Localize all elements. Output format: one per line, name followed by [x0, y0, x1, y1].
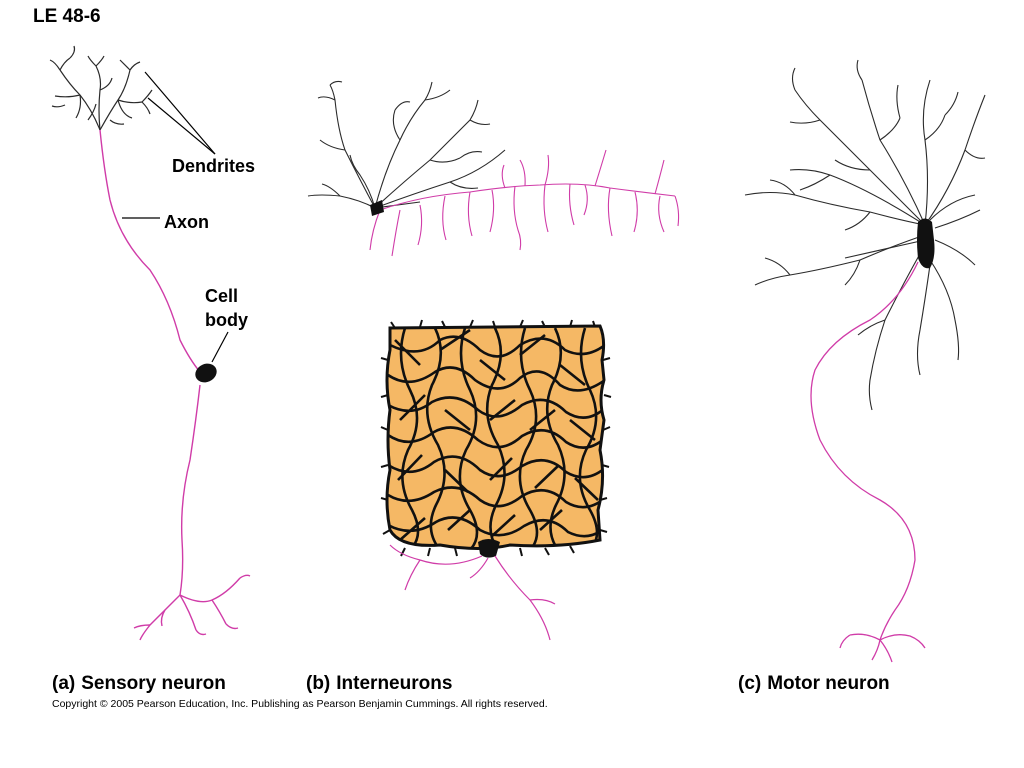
copyright-notice: Copyright © 2005 Pearson Education, Inc.…	[52, 698, 548, 710]
sensory-cell-body	[195, 363, 217, 383]
interneuron-dense-cell-body	[478, 539, 500, 558]
interneuron-dense-fill	[385, 324, 606, 550]
dendrites-label: Dendrites	[172, 156, 256, 176]
cell-body-label-line2: body	[205, 310, 248, 330]
cell-body-label-line1: Cell	[205, 286, 239, 306]
motor-cell-body	[917, 218, 935, 269]
interneuron-dense-mesh	[387, 327, 604, 549]
caption-text: Motor neuron	[767, 673, 890, 694]
caption-motor-neuron: (c)Motor neuron	[738, 673, 890, 695]
interneuron-top	[307, 80, 680, 257]
interneuron-dense-spikes	[380, 319, 612, 557]
slide-title: LE 48-6	[33, 6, 101, 27]
motor-neuron	[744, 59, 986, 663]
leader-lines	[122, 71, 229, 363]
interneuron-top-dendrites	[307, 80, 506, 209]
caption-sensory-neuron: (a)Sensory neuron	[52, 673, 226, 695]
caption-tag: (c)	[738, 673, 762, 694]
interneuron-top-axon	[369, 149, 680, 257]
sensory-dendrites	[49, 45, 153, 131]
sensory-neuron	[49, 45, 251, 641]
caption-tag: (b)	[306, 673, 331, 694]
caption-text: Sensory neuron	[81, 673, 226, 694]
caption-tag: (a)	[52, 673, 76, 694]
motor-axon	[810, 261, 926, 663]
interneuron-dense-axon	[389, 544, 556, 641]
motor-dendrites	[744, 59, 986, 411]
caption-text: Interneurons	[336, 673, 453, 694]
axon-label: Axon	[164, 212, 209, 232]
caption-interneurons: (b)Interneurons	[306, 673, 452, 695]
interneuron-top-cell-body	[370, 200, 384, 216]
sensory-axon	[99, 129, 251, 641]
interneuron-dense	[380, 319, 612, 641]
